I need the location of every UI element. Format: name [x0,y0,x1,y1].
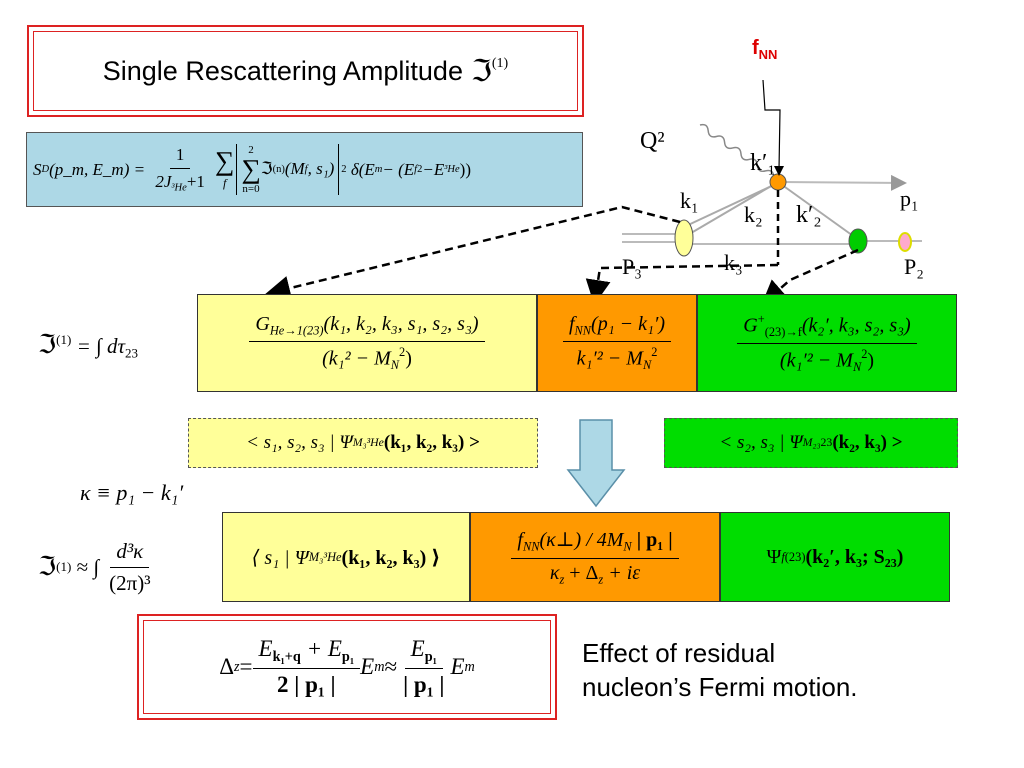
k2-label: k₂ [744,202,763,227]
pair-vertex-term: G+(23)→f(k₂′, k₃, s₂, s₃) (k₁′² − MN2) [697,294,957,392]
fnn-pointer [762,79,781,171]
p2-particle [898,232,912,252]
k3-label: k₃ [724,250,743,275]
caption-line-2: nucleon’s Fermi motion. [582,672,858,702]
rescattering-diagram: fNN Q² k′₁ k₁ k₂ k′₂ k₃ p₁ P₂ P₃ [622,37,924,279]
title-box: Single Rescattering Amplitude ℑ(1) [27,25,584,117]
amplitude-lhs: ℑ(1) = ∫ dτ23 [38,330,139,361]
approx-fnn-term: fNN(κ⊥) / 4MN | p₁ | κz + Δz + iε [470,512,720,602]
p1-label: p₁ [900,186,919,211]
prefactor-fraction: 1 2J³He+1 [155,145,205,194]
slide-title: Single Rescattering Amplitude [102,55,463,86]
down-arrow [566,419,626,508]
arrow-to-g1 [265,205,681,301]
arrow-to-fnn [585,263,779,305]
k2p-label: k′₂ [796,202,822,228]
he3-vertex [674,219,694,257]
he3-vertex-term: GHe→1(23)(k₁, k₂, k₃, s₁, s₂, s₃) (k₁² −… [197,294,537,392]
k2-line [685,181,779,237]
fermi-motion-caption: Effect of residual nucleon’s Fermi motio… [582,636,858,704]
p1-line [779,174,907,191]
approx-amplitude-lhs: ℑ(1) ≈ ∫ d³κ (2π)³ [38,538,151,595]
caption-line-1: Effect of residual [582,638,776,668]
k1p-label: k′₁ [750,150,776,176]
p2-label: P₂ [904,254,924,279]
pair-vertex [848,228,868,254]
k1-label: k₁ [680,188,699,213]
q2-label: Q² [640,128,665,154]
fnn-term: fNN(p₁ − k₁′) k₁′² − MN2 [537,294,697,392]
kappa-definition: κ ≡ p₁ − k₁′ [80,480,184,505]
photon-line [699,123,783,184]
fnn-diagram-label: fNN [752,37,777,62]
k2p-line [777,181,857,239]
amplitude-symbol: ℑ(1) [470,54,509,88]
